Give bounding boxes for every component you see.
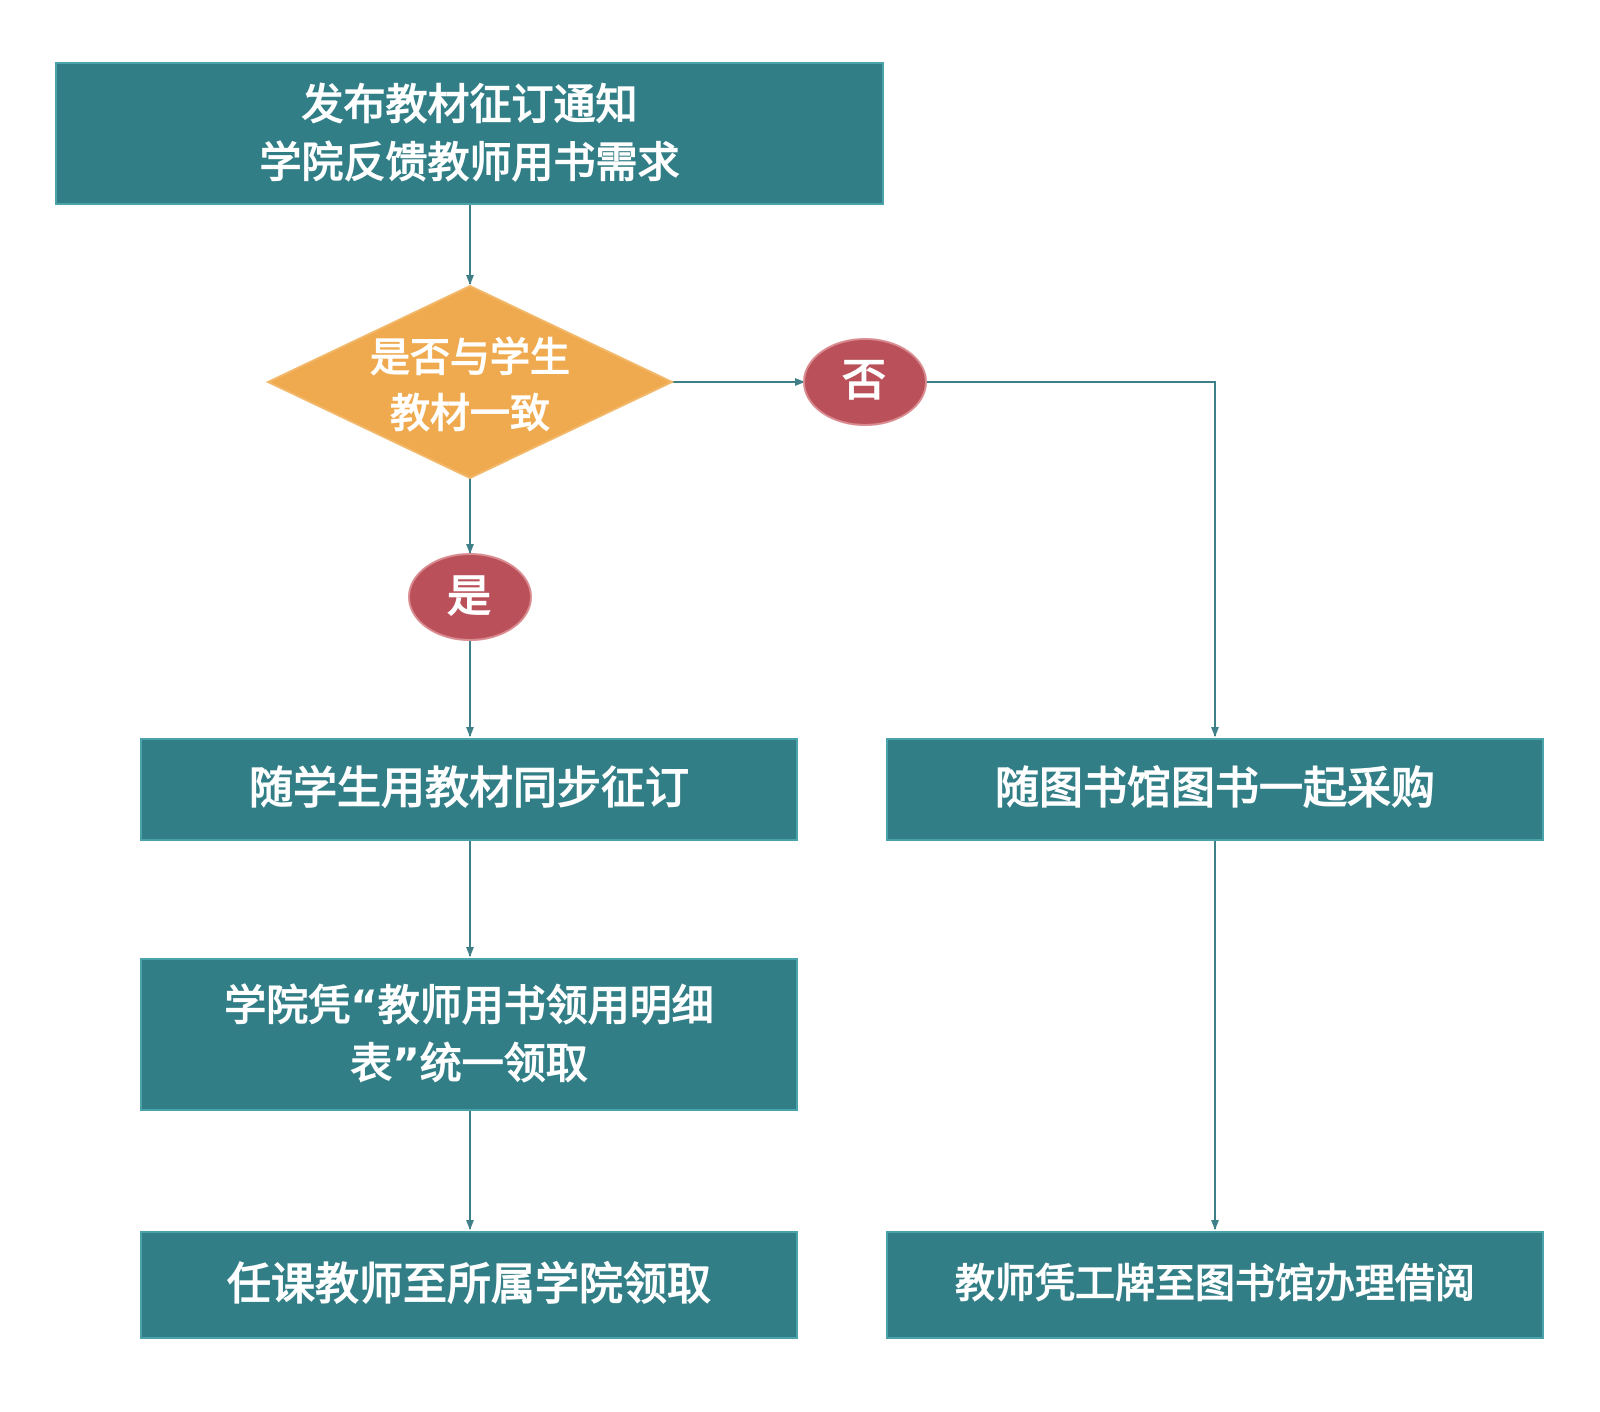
- no-branch-label: 否: [842, 355, 886, 406]
- library-purchase-box: 随图书馆图书一起采购: [886, 738, 1544, 841]
- yes-branch-ellipse: [408, 553, 532, 641]
- order-with-students-box: 随学生用教材同步征订: [140, 738, 798, 841]
- library-borrow-label: 教师凭工牌至图书馆办理借阅: [955, 1261, 1475, 1308]
- library-purchase-label: 随图书馆图书一起采购: [995, 763, 1435, 815]
- notice-process-box: 发布教材征订通知 学院反馈教师用书需求: [55, 62, 884, 205]
- college-collect-line-2: 表”统一领取: [350, 1038, 588, 1088]
- notice-line-2: 学院反馈教师用书需求: [259, 137, 680, 187]
- no-branch-ellipse: [803, 338, 927, 426]
- college-collect-box: 学院凭“教师用书领用明细 表”统一领取: [140, 958, 798, 1111]
- notice-line-1: 发布教材征订通知: [301, 79, 638, 129]
- decision-diamond: [265, 284, 675, 480]
- teacher-collect-box: 任课教师至所属学院领取: [140, 1231, 798, 1339]
- decision-line-1: 是否与学生: [370, 335, 570, 381]
- order-with-students-label: 随学生用教材同步征订: [249, 763, 689, 815]
- yes-branch-label: 是: [447, 571, 491, 622]
- decision-line-2: 教材一致: [390, 391, 550, 437]
- library-borrow-box: 教师凭工牌至图书馆办理借阅: [886, 1231, 1544, 1339]
- decision-label: 是否与学生 教材一致: [268, 330, 672, 442]
- connector-no-to-library-purchase: [926, 381, 1219, 737]
- college-collect-line-1: 学院凭“教师用书领用明细: [224, 980, 714, 1030]
- teacher-collect-label: 任课教师至所属学院领取: [227, 1258, 711, 1310]
